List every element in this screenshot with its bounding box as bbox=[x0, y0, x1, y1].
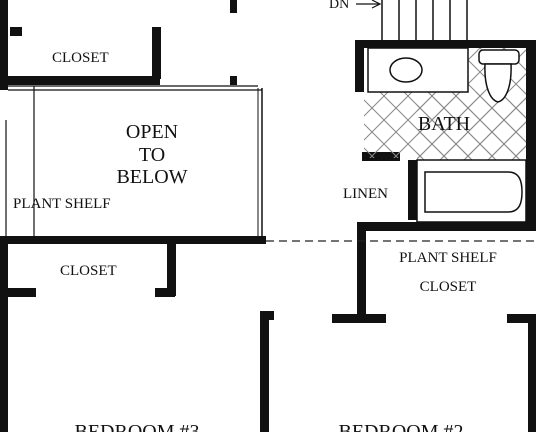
closet-right-label: CLOSET bbox=[420, 279, 477, 295]
open-below-label-line-3: BELOW bbox=[116, 166, 187, 188]
bath-label: BATH bbox=[418, 113, 470, 135]
stair-down-label: DN bbox=[329, 0, 349, 12]
open-below-label-line-2: TO bbox=[139, 144, 165, 166]
open-below-label-line-1: OPEN bbox=[126, 121, 178, 143]
stairs bbox=[381, 0, 468, 40]
sink-icon bbox=[367, 47, 469, 93]
bathtub-icon bbox=[416, 159, 527, 223]
railing bbox=[5, 85, 263, 236]
linen-label: LINEN bbox=[343, 186, 388, 202]
closet-middle-label: CLOSET bbox=[60, 263, 117, 279]
bedroom-2-label: BEDROOM #2 bbox=[338, 421, 463, 432]
plant-shelf-right-label: PLANT SHELF bbox=[399, 250, 497, 266]
plant-shelf-left-label: PLANT SHELF bbox=[13, 196, 111, 212]
closet-top-label: CLOSET bbox=[52, 50, 109, 66]
bedroom-3-label: BEDROOM #3 bbox=[74, 421, 199, 432]
toilet-icon bbox=[478, 49, 520, 103]
arrow-right-icon bbox=[356, 0, 382, 9]
